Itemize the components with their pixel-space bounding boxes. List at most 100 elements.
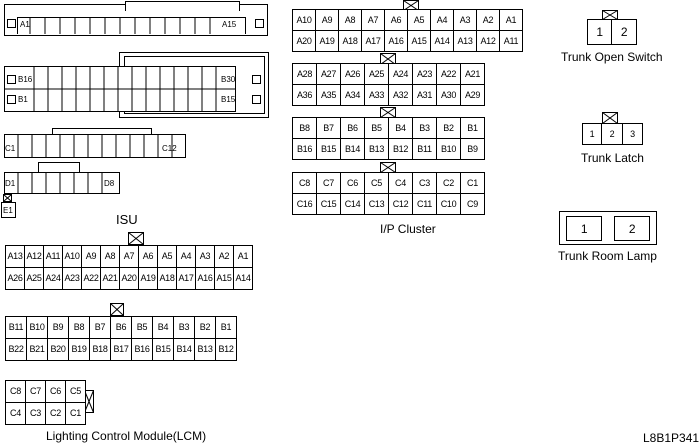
ip-a-pin-a1: A1 xyxy=(499,9,523,31)
connector-b-bottom-last-label: B15 xyxy=(221,95,236,104)
isu-b-pin-b19: B19 xyxy=(68,338,90,361)
ip-a2-pin-a31: A31 xyxy=(412,84,437,106)
connector-a-pin-ticks xyxy=(29,17,211,34)
ip-a-pin-a16: A16 xyxy=(384,30,408,52)
ip-a2-pin-a26: A26 xyxy=(340,63,365,85)
connector-b-bottom-first-label: B1 xyxy=(18,95,28,104)
ip-a-pin-a13: A13 xyxy=(453,30,477,52)
ip-a-pin-a14: A14 xyxy=(430,30,454,52)
ip-b-pin-b5: B5 xyxy=(364,117,389,139)
ip-b-pin-b4: B4 xyxy=(388,117,413,139)
isu-a-pin-a16: A16 xyxy=(195,267,215,290)
connector-c-first-label: C1 xyxy=(5,144,16,153)
isu-a-pin-a22: A22 xyxy=(81,267,101,290)
ip-c-pin-c4: C4 xyxy=(388,172,413,194)
ip-b-pin-b14: B14 xyxy=(340,138,365,160)
isu-a-pin-a2: A2 xyxy=(214,245,234,268)
connector-c-pin-ticks xyxy=(17,134,173,158)
ip-a2-pin-a29: A29 xyxy=(460,84,485,106)
ip-a-pin-a6: A6 xyxy=(384,9,408,31)
ip-b-pin-b13: B13 xyxy=(364,138,389,160)
isu-b-pin-b18: B18 xyxy=(89,338,111,361)
isu-b-pin-b3: B3 xyxy=(173,316,195,339)
ip-cluster-title: I/P Cluster xyxy=(380,222,436,236)
ip-c-pin-c15: C15 xyxy=(316,193,341,215)
ip-a-pin-a20: A20 xyxy=(292,30,316,52)
ip-a2-pin-a30: A30 xyxy=(436,84,461,106)
isu-a-pin-a15: A15 xyxy=(214,267,234,290)
isu-a-pin-a5: A5 xyxy=(157,245,177,268)
isu-b-pin-b4: B4 xyxy=(152,316,174,339)
ip-a2-pin-a33: A33 xyxy=(364,84,389,106)
ip-c-pin-c12: C12 xyxy=(388,193,413,215)
isu-b-latch-icon xyxy=(110,303,124,316)
latch-icon xyxy=(3,194,12,202)
isu-b-pin-b6: B6 xyxy=(110,316,132,339)
ip-c-pin-c1: C1 xyxy=(460,172,485,194)
isu-a-pin-a8: A8 xyxy=(100,245,120,268)
ip-a-pin-a7: A7 xyxy=(361,9,385,31)
isu-c-pin-c4: C4 xyxy=(5,402,26,425)
ip-b-pin-b1: B1 xyxy=(460,117,485,139)
ip-b-pin-b10: B10 xyxy=(436,138,461,160)
ip-b-pin-b15: B15 xyxy=(316,138,341,160)
connector-a-last-label: A15 xyxy=(222,20,237,29)
isu-b-pin-b22: B22 xyxy=(5,338,27,361)
ip-a-pin-a8: A8 xyxy=(338,9,362,31)
isu-a-pin-a18: A18 xyxy=(157,267,177,290)
ip-c-pin-c8: C8 xyxy=(292,172,317,194)
connector-c-last-label: C12 xyxy=(162,144,177,153)
trunk-open-switch-title: Trunk Open Switch xyxy=(561,50,663,64)
trunk-latch-pin-3: 3 xyxy=(622,123,643,145)
isu-a-pin-a26: A26 xyxy=(5,267,25,290)
connector-b-top-first-label: B16 xyxy=(18,75,33,84)
trunk-latch-pin-2: 2 xyxy=(601,123,623,145)
ip-c-pin-c9: C9 xyxy=(460,193,485,215)
isu-b-pin-b14: B14 xyxy=(173,338,195,361)
ip-a2-pin-a36: A36 xyxy=(292,84,317,106)
isu-a-pin-a23: A23 xyxy=(62,267,82,290)
ip-a2-pin-a32: A32 xyxy=(388,84,413,106)
ip-a-pin-a5: A5 xyxy=(407,9,431,31)
isu-c-pin-c2: C2 xyxy=(45,402,66,425)
ip-a2-pin-a22: A22 xyxy=(436,63,461,85)
ip-c-pin-c2: C2 xyxy=(436,172,461,194)
isu-a-pin-a13: A13 xyxy=(5,245,25,268)
isu-a-pin-a3: A3 xyxy=(195,245,215,268)
figure-code: L8B1P341 xyxy=(643,431,700,445)
connector-b-pin-grid xyxy=(4,66,236,112)
ip-b-pin-b2: B2 xyxy=(436,117,461,139)
ip-b-pin-b6: B6 xyxy=(340,117,365,139)
connector-d-pin-ticks xyxy=(17,172,103,194)
trunk-latch-pin-1: 1 xyxy=(582,123,602,145)
isu-a-pin-a20: A20 xyxy=(119,267,139,290)
ip-a-pin-a12: A12 xyxy=(476,30,500,52)
ip-a-pin-a18: A18 xyxy=(338,30,362,52)
isu-a-pin-a4: A4 xyxy=(176,245,196,268)
isu-c-pin-c8: C8 xyxy=(5,380,26,403)
isu-c-pin-c1: C1 xyxy=(65,402,86,425)
isu-b-pin-b8: B8 xyxy=(68,316,90,339)
isu-b-pin-b20: B20 xyxy=(47,338,69,361)
ip-b-pin-b8: B8 xyxy=(292,117,317,139)
ip-a2-pin-a28: A28 xyxy=(292,63,317,85)
ip-b-pin-b16: B16 xyxy=(292,138,317,160)
ip-a-pin-a4: A4 xyxy=(430,9,454,31)
isu-title: ISU xyxy=(116,212,138,227)
isu-b-pin-b17: B17 xyxy=(110,338,132,361)
connector-a-first-label: A1 xyxy=(20,20,30,29)
isu-b-pin-b9: B9 xyxy=(47,316,69,339)
trunk-open-switch-pin-1: 1 xyxy=(587,19,612,45)
ip-a2-pin-a27: A27 xyxy=(316,63,341,85)
trunk-room-lamp-pin-1: 1 xyxy=(566,216,602,241)
isu-b-pin-b11: B11 xyxy=(5,316,27,339)
ip-b-latch-icon xyxy=(380,107,396,118)
ip-c-pin-c3: C3 xyxy=(412,172,437,194)
ip-c-pin-c13: C13 xyxy=(364,193,389,215)
isu-a-pin-a14: A14 xyxy=(233,267,253,290)
isu-c-latch-icon xyxy=(84,390,94,413)
ip-a-pin-a10: A10 xyxy=(292,9,316,31)
isu-a-latch-icon xyxy=(128,232,144,245)
ip-a-latch-icon xyxy=(403,0,419,11)
trunk-room-lamp-pin-2: 2 xyxy=(614,216,650,241)
